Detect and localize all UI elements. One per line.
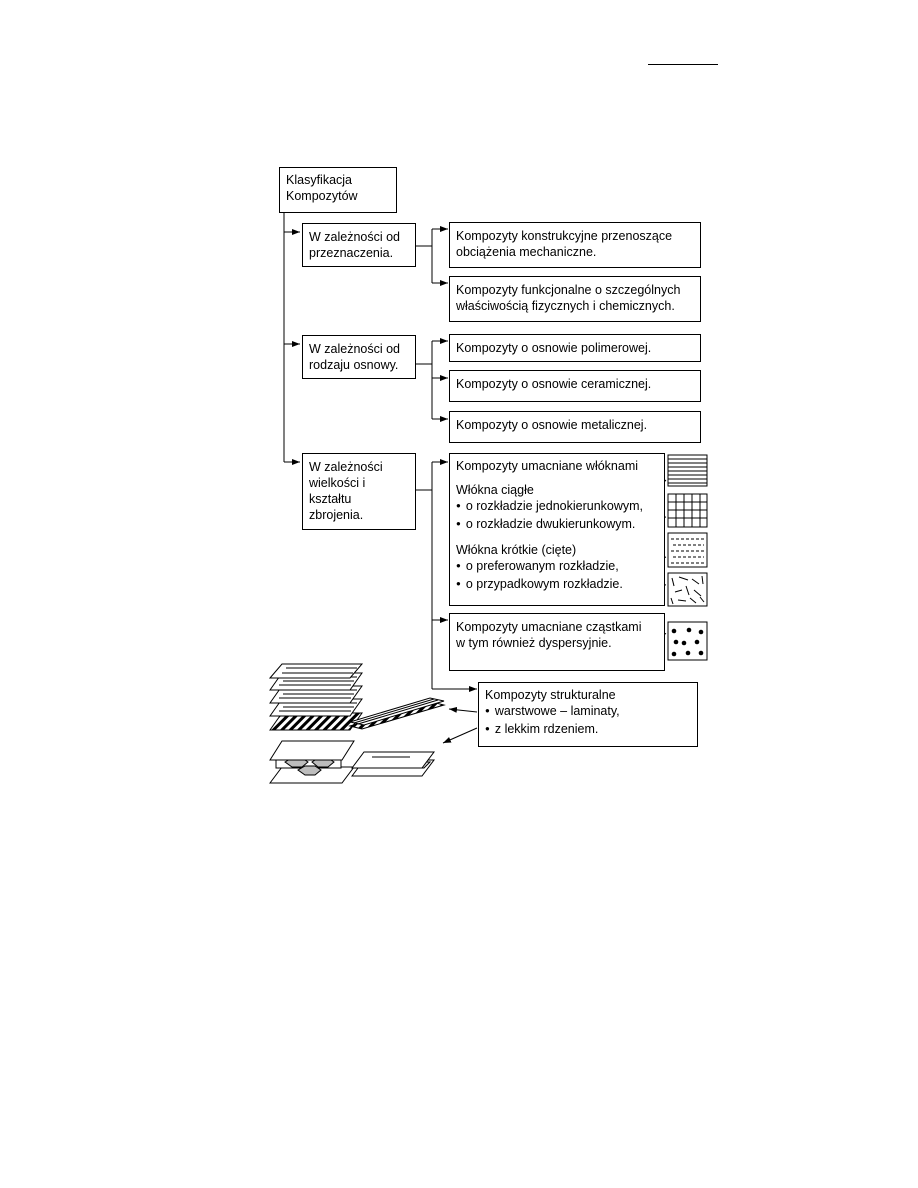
- purpose-category-box: W zależności od przeznaczenia.: [302, 223, 416, 267]
- structural-purpose-line1: Kompozyty konstrukcyjne przenoszące: [456, 229, 673, 243]
- matrix-category-box: W zależności od rodzaju osnowy.: [302, 335, 416, 379]
- oriented-short-fibers-icon: [667, 532, 708, 568]
- laminate-exploded-icon: [268, 663, 364, 731]
- reinforcement-label-line2: wielkości i: [309, 476, 366, 490]
- purpose-label-line2: przeznaczenia.: [309, 246, 394, 260]
- fiber-reinforced-box: Kompozyty umacniane włóknami Włókna ciąg…: [449, 453, 665, 606]
- ceramic-matrix-box: Kompozyty o osnowie ceramicznej.: [449, 370, 701, 402]
- polymer-matrix-box: Kompozyty o osnowie polimerowej.: [449, 334, 701, 362]
- structural-purpose-box: Kompozyty konstrukcyjne przenoszące obci…: [449, 222, 701, 268]
- unidirectional-fibers-item: o rozkładzie jednokierunkowym,: [456, 498, 658, 516]
- reinforcement-label-line3: kształtu: [309, 492, 352, 506]
- metal-matrix-box: Kompozyty o osnowie metalicznej.: [449, 411, 701, 443]
- structural-composites-title: Kompozyty strukturalne: [485, 688, 616, 702]
- particle-reinforced-line2: w tym również dyspersyjnie.: [456, 636, 612, 650]
- structural-purpose-line2: obciążenia mechaniczne.: [456, 245, 597, 259]
- root-title-line2: Kompozytów: [286, 189, 358, 203]
- reinforcement-label-line4: zbrojenia.: [309, 508, 364, 522]
- short-fibers-heading: Włókna krótkie (cięte): [456, 543, 577, 557]
- unidirectional-fibers-icon: [667, 454, 708, 487]
- oriented-short-fibers-item: o preferowanym rozkładzie,: [456, 558, 658, 576]
- particle-reinforced-line1: Kompozyty umacniane cząstkami: [456, 620, 642, 634]
- reinforcement-category-box: W zależności wielkości i kształtu zbroje…: [302, 453, 416, 530]
- matrix-label-line1: W zależności od: [309, 342, 401, 356]
- continuous-fibers-heading: Włókna ciągłe: [456, 483, 534, 497]
- purpose-label-line1: W zależności od: [309, 230, 401, 244]
- light-core-item: z lekkim rdzeniem.: [485, 721, 691, 739]
- functional-purpose-line2: właściwością fizycznych i chemicznych.: [456, 299, 675, 313]
- functional-purpose-line1: Kompozyty funkcjonalne o szczególnych: [456, 283, 681, 297]
- polymer-matrix-label: Kompozyty o osnowie polimerowej.: [456, 341, 652, 355]
- ceramic-matrix-label: Kompozyty o osnowie ceramicznej.: [456, 377, 652, 391]
- honeycomb-sandwich-icon: [269, 740, 355, 784]
- particle-reinforced-box: Kompozyty umacniane cząstkami w tym równ…: [449, 613, 665, 671]
- functional-purpose-box: Kompozyty funkcjonalne o szczególnych wł…: [449, 276, 701, 322]
- root-title-line1: Klasyfikacja: [286, 173, 352, 187]
- random-short-fibers-icon: [667, 572, 708, 607]
- bidirectional-fibers-item: o rozkładzie dwukierunkowym.: [456, 516, 658, 534]
- solid-core-sandwich-icon: [351, 751, 435, 777]
- random-short-fibers-item: o przypadkowym rozkładzie.: [456, 576, 658, 594]
- page-header-rule: [648, 64, 718, 65]
- bidirectional-fibers-icon: [667, 493, 708, 528]
- laminate-assembled-icon: [348, 697, 446, 730]
- reinforcement-label-line1: W zależności: [309, 460, 383, 474]
- structural-composites-box: Kompozyty strukturalne warstwowe – lamin…: [478, 682, 698, 747]
- root-classification-box: Klasyfikacja Kompozytów: [279, 167, 397, 213]
- laminates-item: warstwowe – laminaty,: [485, 703, 691, 721]
- metal-matrix-label: Kompozyty o osnowie metalicznej.: [456, 418, 648, 432]
- matrix-label-line2: rodzaju osnowy.: [309, 358, 399, 372]
- particles-icon: [667, 621, 708, 661]
- fiber-reinforced-title: Kompozyty umacniane włóknami: [456, 459, 639, 473]
